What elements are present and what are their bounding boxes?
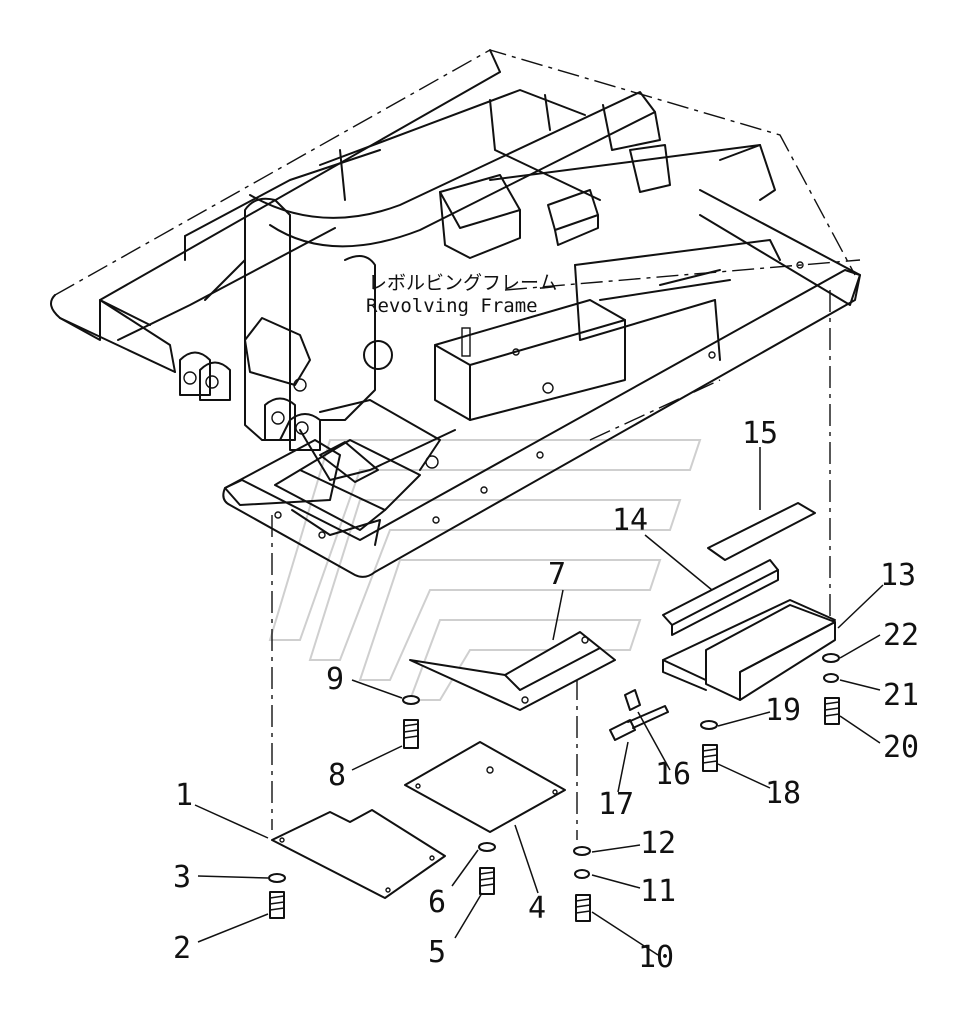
bolt-18	[702, 744, 718, 772]
washer-9	[402, 695, 420, 705]
washer-22	[822, 653, 840, 663]
callout-22: 22	[883, 618, 919, 653]
callout-12: 12	[640, 826, 676, 861]
callout-6: 6	[428, 885, 446, 920]
callout-11: 11	[640, 874, 676, 909]
bolt-5	[479, 867, 495, 895]
callout-4: 4	[528, 891, 546, 926]
callout-7: 7	[548, 557, 566, 592]
cover-7	[409, 631, 616, 711]
washer-12	[573, 846, 591, 856]
revolving-frame	[50, 49, 861, 578]
leader-lines	[194, 447, 884, 956]
washer-3	[268, 873, 286, 883]
callout-21: 21	[883, 678, 919, 713]
washer-11	[574, 869, 590, 879]
bolt-20	[824, 697, 840, 725]
callout-2: 2	[173, 931, 191, 966]
callout-19: 19	[765, 693, 801, 728]
callout-14: 14	[612, 503, 648, 538]
frame-label-jp: レボルビングフレーム	[368, 272, 557, 294]
clip-16	[624, 689, 641, 711]
washer-6	[478, 842, 496, 852]
frame-label: レボルビングフレーム Revolving Frame	[366, 272, 557, 317]
pin-17	[609, 705, 669, 741]
callout-16: 16	[655, 757, 691, 792]
bolt-8	[403, 719, 419, 749]
washer-21	[823, 673, 839, 683]
callout-20: 20	[883, 730, 919, 765]
callout-15: 15	[742, 416, 778, 451]
callout-5: 5	[428, 935, 446, 970]
callout-8: 8	[328, 758, 346, 793]
plate-15	[707, 502, 816, 561]
callout-13: 13	[880, 558, 916, 593]
callout-9: 9	[326, 662, 344, 697]
cover-plate-1	[271, 809, 446, 899]
callout-10: 10	[638, 940, 674, 975]
callout-17: 17	[598, 787, 634, 822]
callout-numbers: 1 2 3 4 5 6 7 8 9 10 11 12 13 14 15 16 1…	[173, 416, 919, 975]
bolt-10	[575, 894, 591, 922]
callout-18: 18	[765, 776, 801, 811]
callout-1: 1	[175, 778, 193, 813]
cover-plate-4	[404, 741, 566, 833]
callout-3: 3	[173, 860, 191, 895]
bolt-2	[269, 891, 285, 919]
washer-19	[700, 720, 718, 730]
frame-label-en: Revolving Frame	[366, 295, 538, 317]
